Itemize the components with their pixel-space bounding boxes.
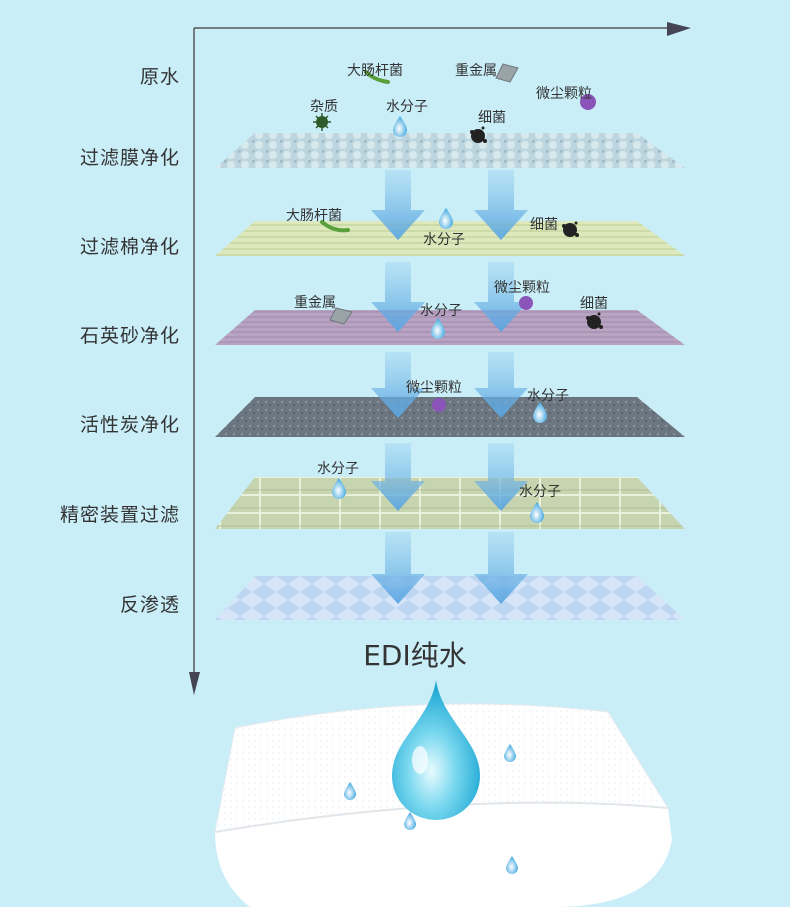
ecoli-icon xyxy=(320,220,350,233)
step-label-membrane: 过滤膜净化 xyxy=(79,147,180,169)
tag-raw-bacteria: 细菌 xyxy=(478,110,506,126)
tag-raw-impurity: 杂质 xyxy=(310,99,338,115)
arrow-down-icon xyxy=(371,262,425,332)
arrow-down-icon xyxy=(474,352,528,418)
step-label-carbon: 活性炭净化 xyxy=(79,414,180,436)
step-label-cotton: 过滤棉净化 xyxy=(79,236,180,258)
water-drop-icon xyxy=(439,208,453,229)
top-arrowhead xyxy=(667,22,691,36)
frame-lines xyxy=(189,22,691,695)
water-drop-icon xyxy=(393,116,407,137)
flow-arrows xyxy=(371,170,528,604)
tag-precision-water-2: 水分子 xyxy=(519,484,561,500)
water-drop-icon xyxy=(431,318,445,339)
dust-icon xyxy=(432,398,446,412)
arrow-down-icon xyxy=(371,352,425,418)
tissue-illustration xyxy=(214,680,672,907)
tag-carbon-water: 水分子 xyxy=(527,388,569,404)
ro-layer xyxy=(215,576,685,620)
dust-icon xyxy=(519,296,533,310)
water-drop-icon xyxy=(506,856,518,874)
water-drop-icon xyxy=(332,478,346,499)
precision-layer xyxy=(215,477,685,529)
metal-icon xyxy=(495,63,519,83)
step-label-ro: 反渗透 xyxy=(119,594,180,616)
water-drop-icon xyxy=(530,502,544,523)
tag-carbon-dust: 微尘颗粒 xyxy=(406,380,462,396)
arrow-down-icon xyxy=(371,170,425,240)
tag-cotton-bacteria: 细菌 xyxy=(530,217,558,233)
tag-quartz-dust: 微尘颗粒 xyxy=(494,280,550,296)
carbon-layer xyxy=(215,397,685,437)
tag-quartz-water: 水分子 xyxy=(420,303,462,319)
arrow-down-icon xyxy=(474,170,528,240)
water-drop-icon xyxy=(504,744,516,762)
tag-quartz-metal: 重金属 xyxy=(294,295,336,311)
arrow-down-icon xyxy=(474,443,528,511)
water-drop-icon xyxy=(404,812,416,830)
step-label-raw-water: 原水 xyxy=(139,66,180,88)
bacteria-icon xyxy=(470,126,487,143)
arrow-down-icon xyxy=(371,443,425,511)
tissue-front xyxy=(215,802,672,907)
tag-raw-dust: 微尘颗粒 xyxy=(536,86,592,102)
bacteria-icon xyxy=(562,221,579,237)
ecoli-icon xyxy=(364,70,390,84)
bottom-arrowhead xyxy=(189,672,200,695)
arrow-down-icon xyxy=(474,262,528,332)
membrane-layer xyxy=(215,133,685,168)
result-title: EDI纯水 xyxy=(363,639,467,672)
arrow-down-icon xyxy=(371,532,425,604)
water-drop-icon xyxy=(344,782,356,800)
step-label-quartz: 石英砂净化 xyxy=(79,325,180,347)
impurity-icon xyxy=(313,113,331,131)
dust-icon xyxy=(580,94,596,110)
tag-cotton-ecoli: 大肠杆菌 xyxy=(286,208,342,224)
water-drop-icon xyxy=(533,402,547,423)
step-label-precision: 精密装置过滤 xyxy=(59,504,180,526)
tag-raw-metal: 重金属 xyxy=(455,63,497,79)
arrow-down-icon xyxy=(474,532,528,604)
tag-raw-water: 水分子 xyxy=(386,99,428,115)
tag-cotton-water: 水分子 xyxy=(423,232,465,248)
bacteria-icon xyxy=(586,312,603,329)
metal-icon xyxy=(329,307,353,325)
large-water-drop-icon xyxy=(392,680,480,820)
particles xyxy=(313,63,603,523)
tag-quartz-bacteria: 细菌 xyxy=(580,296,608,312)
tag-raw-ecoli: 大肠杆菌 xyxy=(347,63,403,79)
tag-precision-water-1: 水分子 xyxy=(317,461,359,477)
